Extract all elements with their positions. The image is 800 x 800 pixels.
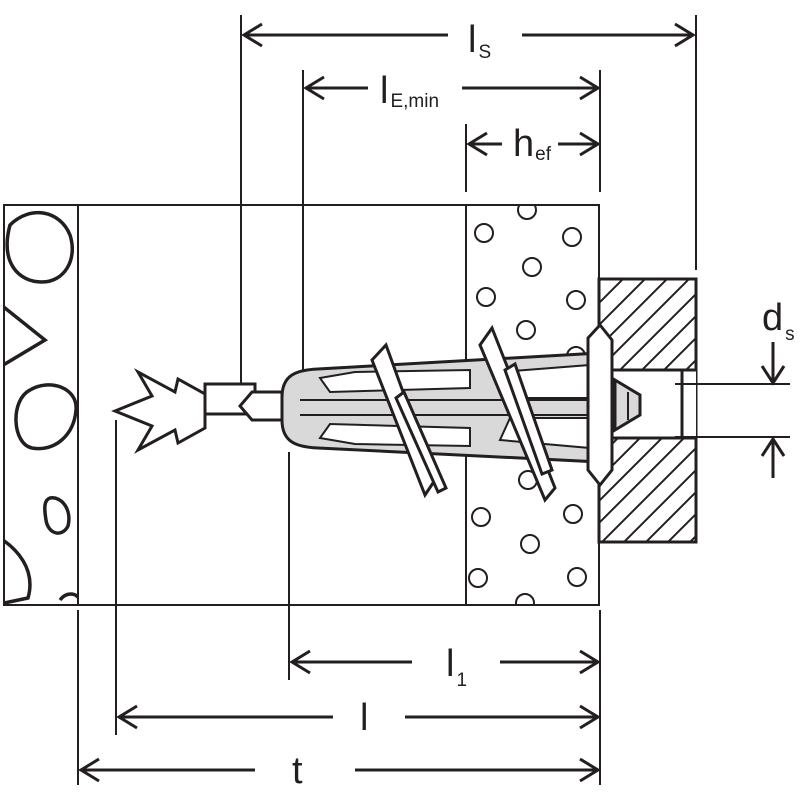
dimension-l1	[289, 649, 601, 675]
dimension-l	[116, 704, 601, 730]
label-hef: hef	[513, 123, 552, 165]
label-l: l	[360, 697, 368, 739]
dimension-ls	[241, 22, 696, 48]
dimension-hef	[466, 131, 601, 157]
plastic-dowel	[280, 351, 602, 464]
extension-lines	[77, 15, 790, 785]
dimension-ds	[760, 342, 786, 478]
dowel-thread-fins	[370, 324, 557, 503]
dimension-t	[78, 757, 601, 783]
dowel-collar	[586, 322, 684, 488]
screw-tip	[111, 368, 284, 454]
label-t: t	[292, 750, 303, 792]
stone-wall-layer	[4, 210, 78, 605]
dimension-lemin	[303, 75, 601, 101]
